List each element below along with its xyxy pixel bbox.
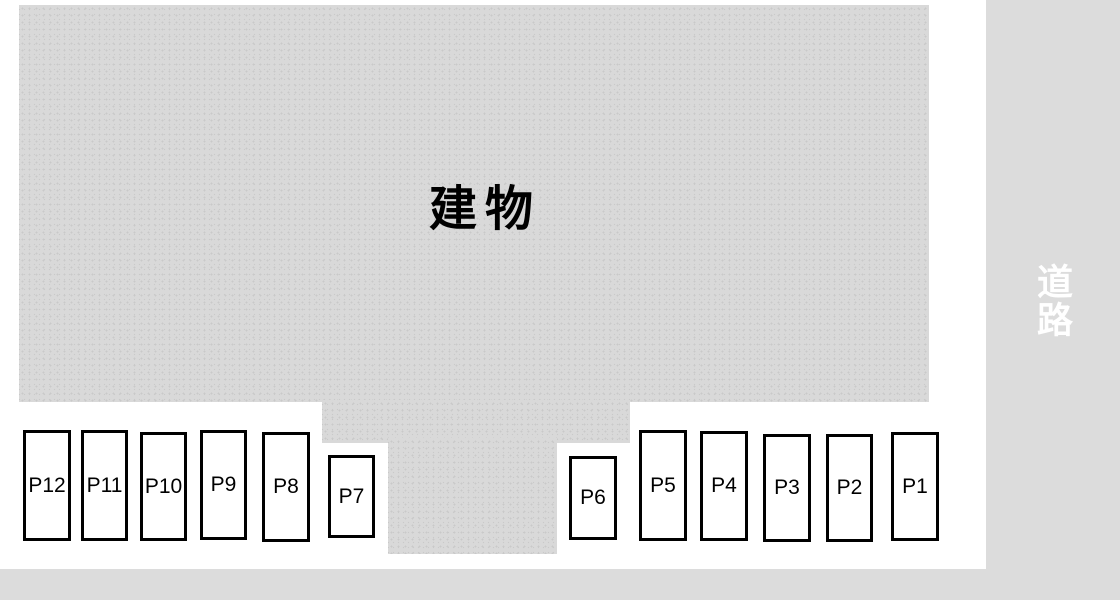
bottom-road-strip: [0, 569, 1120, 600]
parking-space-label: P7: [338, 484, 365, 508]
parking-space-label: P1: [902, 474, 928, 498]
parking-space-p5: P5: [639, 430, 687, 541]
parking-space-label: P6: [580, 486, 606, 509]
parking-space-p2: P2: [826, 434, 873, 542]
road-area: [986, 0, 1120, 600]
road-label: 道路: [1032, 263, 1073, 339]
parking-space-label: P8: [273, 475, 299, 498]
building-label: 建物: [429, 183, 542, 236]
parking-space-p1: P1: [891, 432, 939, 541]
parking-space-label: P9: [210, 473, 237, 496]
parking-space-label: P4: [711, 474, 737, 497]
parking-space-label: P11: [86, 473, 123, 497]
parking-space-p3: P3: [763, 434, 811, 542]
parking-space-label: P5: [650, 473, 676, 497]
building-extension-upper: [322, 400, 630, 443]
building-area: [19, 5, 929, 402]
parking-space-label: P2: [836, 476, 863, 499]
parking-space-p8: P8: [262, 432, 310, 542]
building-extension-lower: [388, 438, 557, 554]
parking-space-label: P3: [774, 476, 800, 499]
parking-space-p6: P6: [569, 456, 617, 540]
parking-space-label: P12: [28, 473, 66, 497]
parking-space-label: P10: [144, 474, 183, 498]
parking-space-p4: P4: [700, 431, 748, 541]
parking-space-p7: P7: [328, 455, 375, 538]
parking-space-p10: P10: [140, 432, 187, 541]
parking-space-p11: P11: [81, 430, 128, 541]
parking-space-p12: P12: [23, 430, 71, 541]
parking-space-p9: P9: [200, 430, 247, 540]
